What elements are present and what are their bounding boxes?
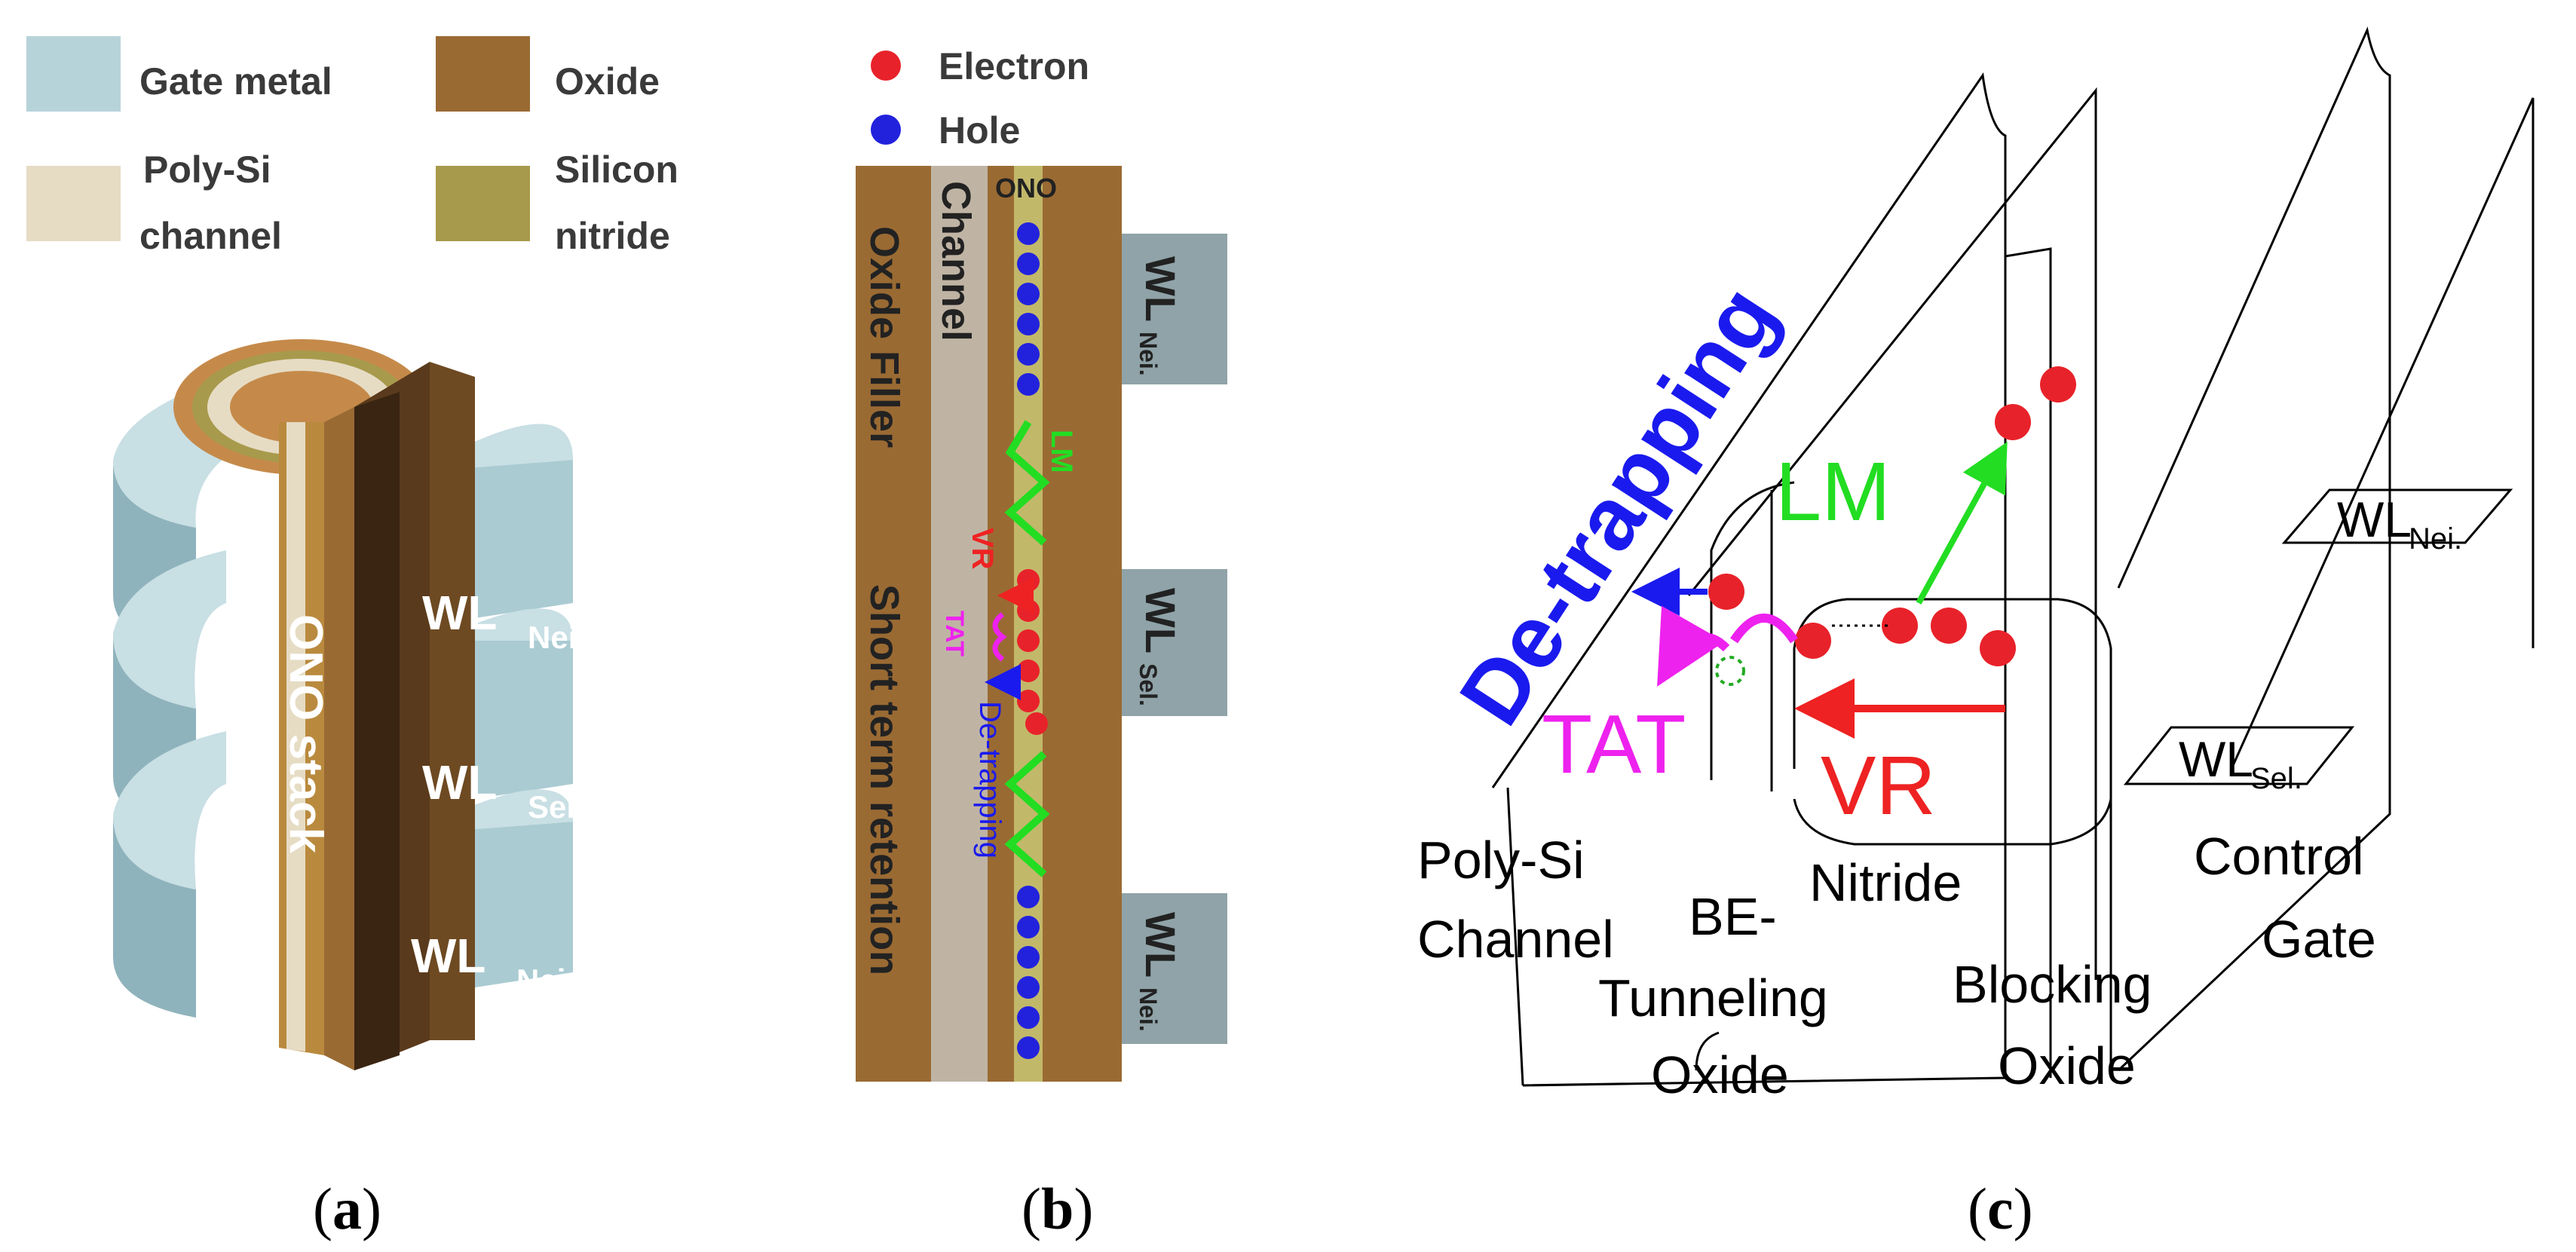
lm-path-bottom [1004, 751, 1050, 877]
channel-plane [1491, 72, 2007, 1087]
be-label-3: Oxide [1651, 1045, 1789, 1104]
tat-arrow [992, 612, 1007, 662]
panel-b: Electron Hole ONO Oxide Filler Channel S… [856, 45, 1227, 1241]
svg-text:(a): (a) [313, 1176, 381, 1241]
poly-si-label-2: Channel [1417, 910, 1614, 969]
wl-sel-plate [2123, 726, 2355, 785]
blocking-label-2: Oxide [1998, 1036, 2136, 1095]
wl-sel-label: WL Sel. [422, 755, 584, 825]
blocking-plane [2117, 26, 2391, 1072]
svg-text:Sel.: Sel. [528, 789, 584, 825]
ono-stack-label: ONO stack [280, 614, 332, 854]
channel-label: Channel [933, 181, 979, 341]
blocking-back [2005, 247, 2052, 1078]
svg-text:Sel.: Sel. [2250, 762, 2302, 795]
tat-label: TAT [940, 611, 969, 657]
blocking-label-1: Blocking [1953, 955, 2152, 1014]
lm-label: LM [1045, 430, 1078, 473]
wl-nei-bottom-label-b: WL Nei. [1135, 912, 1184, 1032]
svg-text:WL: WL [2179, 731, 2253, 787]
legend-label-nitride-2: nitride [555, 215, 670, 257]
channel-layer [931, 166, 988, 1082]
legend-label-oxide: Oxide [555, 60, 660, 103]
blocking-oxide-layer [1043, 166, 1122, 1082]
wl-sel-label-b: WL Sel. [1135, 588, 1184, 706]
legend-label-poly-si-1: Poly-Si [143, 148, 271, 191]
wl-nei-bottom-block [1122, 893, 1227, 1044]
svg-text:WL: WL [1137, 256, 1184, 322]
legend-electron-label: Electron [939, 45, 1089, 87]
control-label-2: Gate [2262, 910, 2376, 969]
oxide-filler-label: Oxide Filler [862, 226, 907, 448]
caption-b: (b) [1022, 1176, 1093, 1241]
svg-text:Nei.: Nei. [516, 963, 574, 998]
nitride-box-bottom [1793, 798, 2112, 846]
svg-text:WL: WL [1137, 912, 1184, 978]
wl-nei-top-label: WL Nei. [422, 586, 586, 655]
svg-text:WL: WL [2337, 491, 2412, 547]
oxide-filler-layer [856, 166, 931, 1082]
wl-sel-block [1122, 569, 1227, 716]
tunnel-foot [1695, 1031, 1720, 1071]
detrapping-label-b: De-trapping [973, 701, 1006, 859]
svg-text:Nei.: Nei. [2409, 522, 2462, 556]
cylinder-3d [113, 339, 573, 1070]
lm-arrow-c [1916, 441, 2008, 605]
ono-label: ONO [995, 173, 1057, 204]
legend-swatch-nitride [436, 166, 530, 241]
lm-label-c: LM [1775, 445, 1891, 538]
wl-nei-bottom-label: WL Nei. [411, 929, 574, 998]
caption-c: (c) [1968, 1176, 2033, 1241]
svg-text:(c): (c) [1968, 1176, 2033, 1241]
legend-swatch-gate-metal [26, 36, 121, 112]
wl-sel-label-c: WL Sel. [2179, 731, 2302, 795]
left-curve [1710, 481, 1795, 780]
legend-electron-dot [871, 51, 901, 81]
panel-c [1491, 26, 2535, 1087]
wl-nei-plate [2281, 488, 2513, 544]
legend-hole-label: Hole [939, 109, 1020, 152]
lm-path-top [1004, 420, 1050, 546]
panel-a: Gate metal Oxide Poly-Si channel Silicon… [26, 36, 678, 1241]
short-term-retention-label: Short term retention [862, 584, 907, 975]
wl-nei-label-c: WL Nei. [2337, 491, 2462, 556]
svg-text:WL: WL [422, 755, 498, 810]
tat-label-c: TAT [1542, 698, 1686, 791]
legend-label-poly-si-2: channel [139, 215, 282, 257]
vr-label-c: VR [1821, 739, 1936, 832]
poly-si-label-1: Poly-Si [1417, 831, 1585, 889]
nitride-label: Nitride [1809, 853, 1962, 912]
tunnel-plane [1687, 87, 2097, 980]
panel-c-labels: De-trapping LM TAT VR Poly-Si Channel BE… [1417, 269, 2462, 1241]
be-label-2: Tunneling [1598, 969, 1828, 1027]
legend-label-nitride-1: Silicon [555, 148, 678, 191]
tat-arc-1 [1730, 614, 1798, 644]
channel-foot [1506, 787, 1524, 1086]
gate-plane [2230, 97, 2535, 770]
wl-nei-top-block [1122, 234, 1227, 384]
caption-a: (a) [313, 1176, 381, 1241]
svg-text:WL: WL [1137, 588, 1184, 654]
svg-text:Nei.: Nei. [1135, 332, 1162, 376]
legend-swatch-poly-si [26, 166, 121, 241]
legend-hole-dot [871, 115, 901, 145]
legend-swatch-oxide [436, 36, 530, 112]
svg-text:Nei.: Nei. [528, 620, 586, 655]
svg-text:(b): (b) [1022, 1176, 1093, 1241]
wl-nei-top-label-b: WL Nei. [1135, 256, 1184, 376]
legend-label-gate-metal: Gate metal [139, 60, 332, 103]
tat-arc-2 [1657, 605, 1730, 687]
svg-text:WL: WL [422, 586, 498, 640]
svg-text:WL: WL [411, 929, 486, 983]
svg-text:Sel.: Sel. [1135, 663, 1162, 706]
be-label-1: BE- [1689, 887, 1777, 946]
svg-text:Nei.: Nei. [1135, 987, 1162, 1032]
tunnel-oxide-layer [988, 166, 1014, 1082]
vr-label: VR [966, 528, 999, 570]
panel-c-annotations [1631, 366, 2076, 739]
control-label-1: Control [2194, 827, 2364, 886]
charge-column [1017, 222, 1048, 1059]
